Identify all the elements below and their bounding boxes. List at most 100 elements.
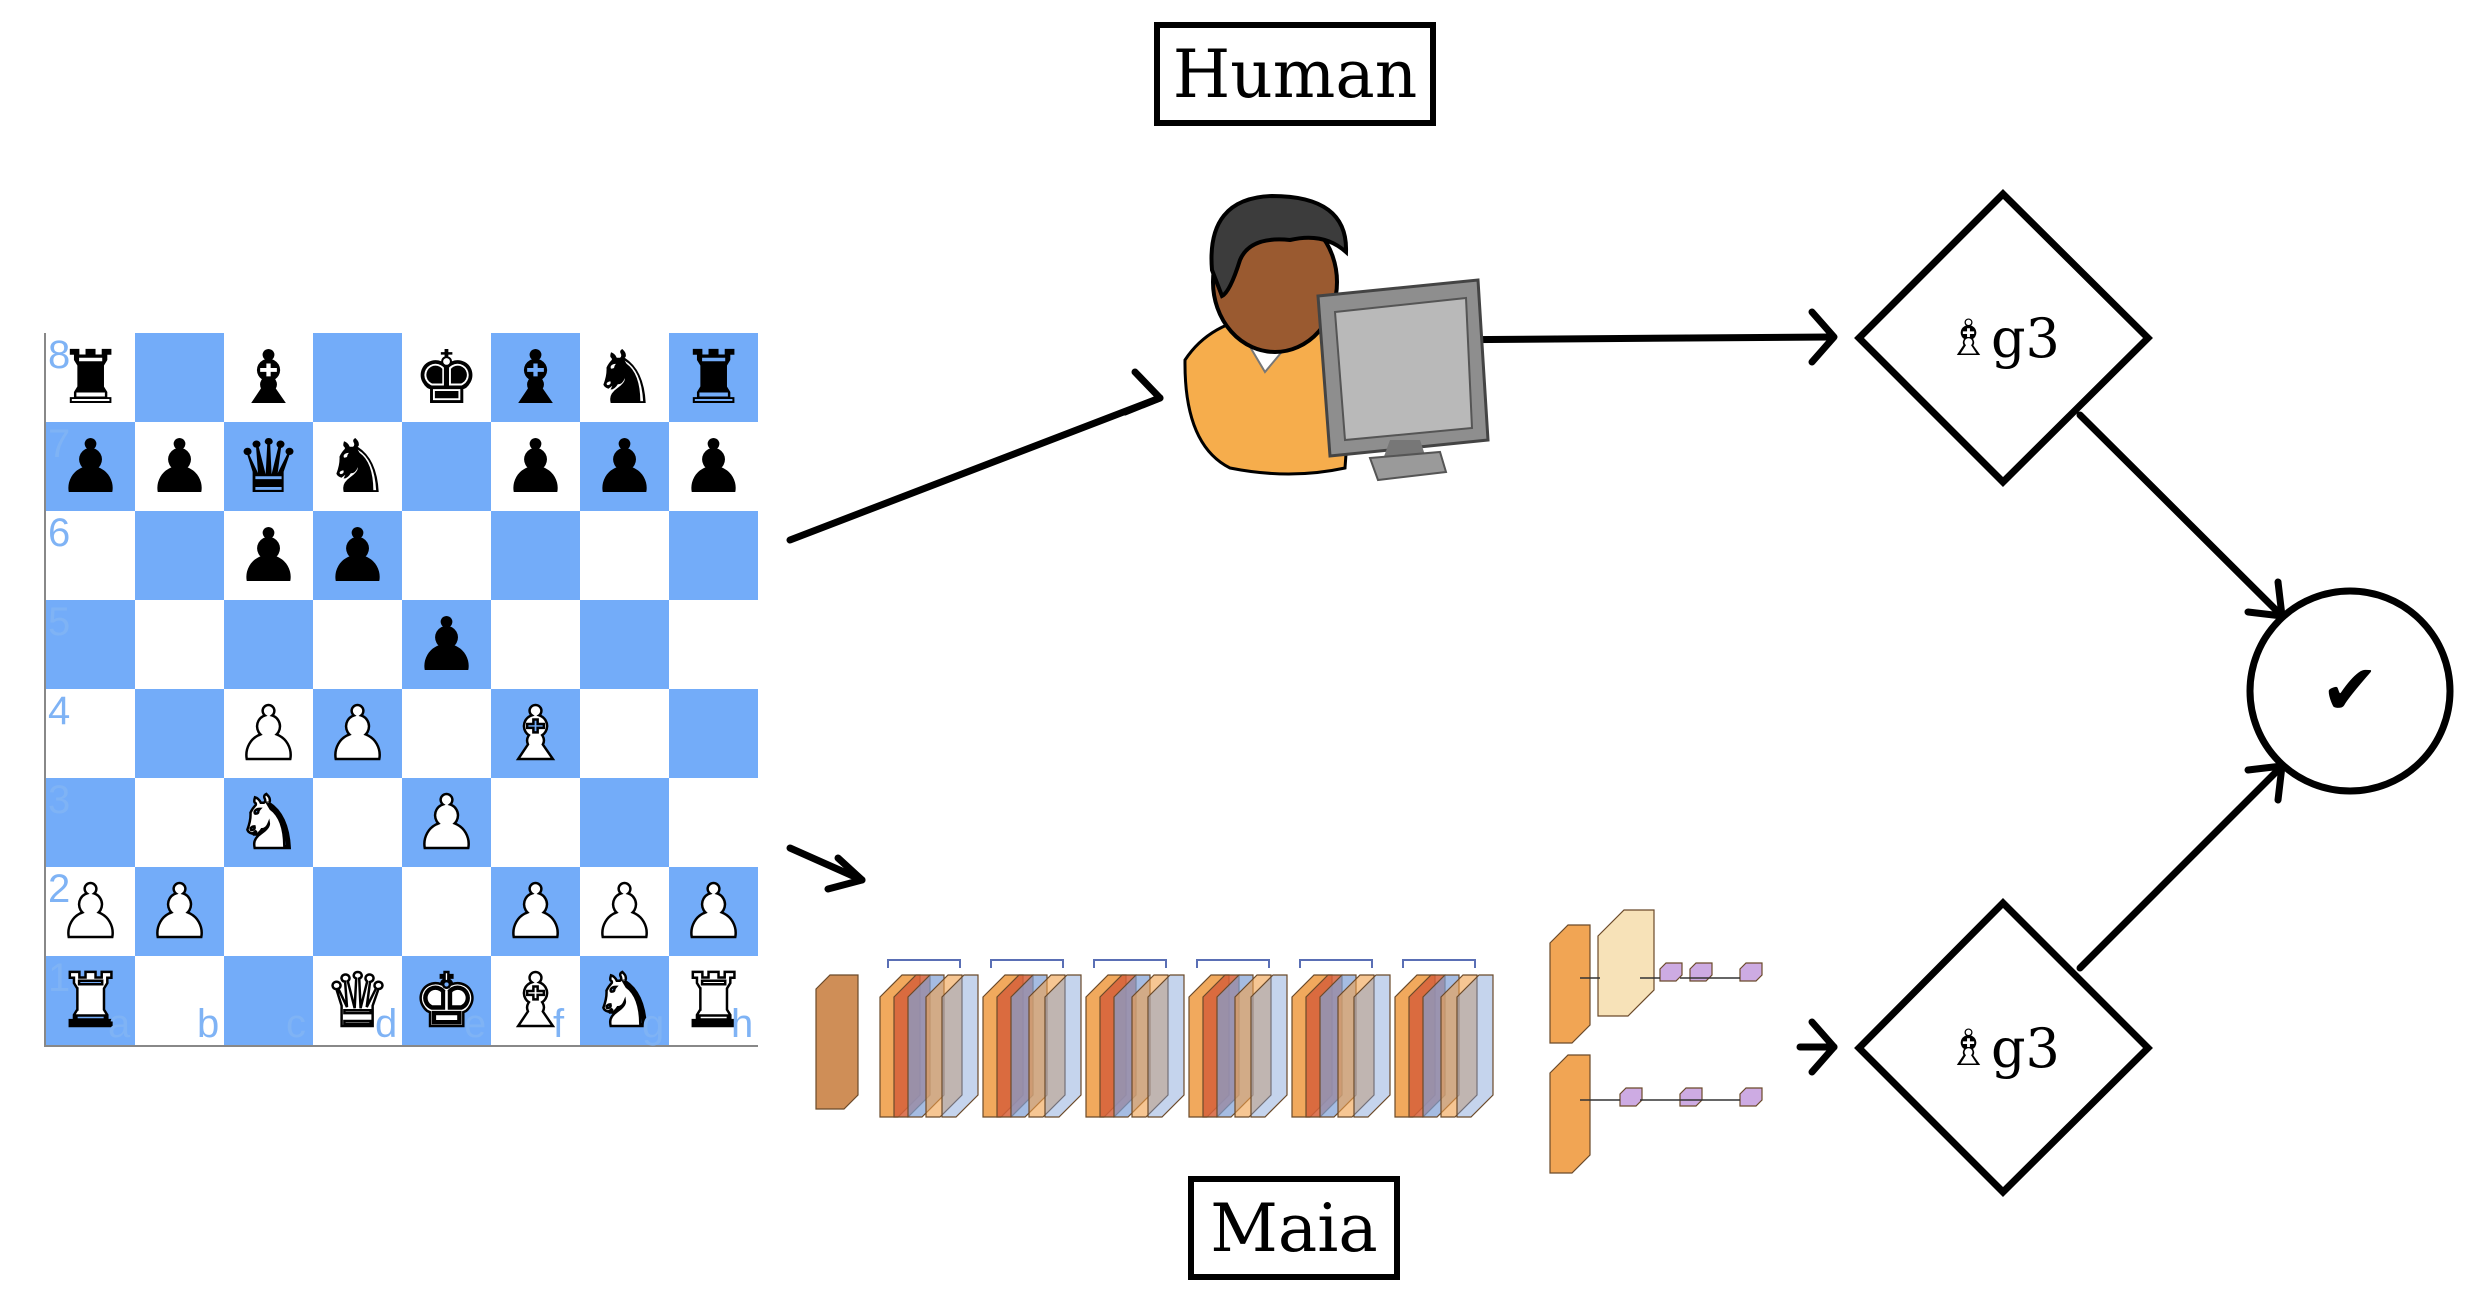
white-queen-icon: ♛ [323,957,392,1044]
black-king-icon: ♚ [413,334,480,421]
square-b3 [135,778,224,867]
black-rook-icon: ♜ [680,334,747,421]
white-pawn-icon: ♟ [412,779,481,866]
black-bishop-icon: ♝ [235,334,302,421]
black-pawn-icon: ♟ [146,423,213,510]
white-rook-icon: ♜ [679,957,748,1044]
file-label: g [642,1002,665,1046]
square-e2 [402,867,491,956]
file-label: a [108,1002,131,1046]
black-pawn-icon: ♟ [591,423,658,510]
square-b7 [135,422,224,511]
black-queen-icon: ♛ [235,423,302,510]
human-move-diamond [1854,189,2153,487]
square-b1 [135,956,224,1045]
square-h3 [669,778,758,867]
black-pawn-icon: ♟ [235,512,302,599]
arrow-human-to-move [1416,308,1838,366]
rank-label: 4 [48,689,71,733]
square-d7 [313,422,402,511]
check-icon: ✔ [2320,649,2380,731]
arrow-human-move-to-check [2076,411,2286,620]
square-c1 [224,956,313,1045]
square-e1 [402,956,491,1045]
square-h6 [669,511,758,600]
square-d4 [313,689,402,778]
white-king-icon: ♚ [412,957,481,1044]
square-h5 [669,600,758,689]
file-label: c [286,1002,306,1046]
square-h7 [669,422,758,511]
file-label: b [197,1002,220,1046]
square-a1 [46,956,135,1045]
square-a6 [46,511,135,600]
square-f8 [491,333,580,422]
maia-move-diamond [1854,898,2153,1197]
square-f5 [491,600,580,689]
black-knight-icon: ♞ [324,423,391,510]
square-c2 [224,867,313,956]
square-c3 [224,778,313,867]
file-label: d [375,1002,398,1046]
square-b4 [135,689,224,778]
file-label: h [731,1002,754,1046]
square-a3 [46,778,135,867]
rank-label: 7 [48,422,71,466]
black-knight-icon: ♞ [591,334,658,421]
white-knight-icon: ♞ [590,957,659,1044]
square-f7 [491,422,580,511]
square-d6 [313,511,402,600]
neural-network-diagram-icon [815,909,1763,1174]
square-c5 [224,600,313,689]
white-bishop-icon: ♝ [501,957,570,1044]
square-a2 [46,867,135,956]
square-a7 [46,422,135,511]
black-pawn-icon: ♟ [680,423,747,510]
black-rook-icon: ♜ [57,334,124,421]
square-h8 [669,333,758,422]
square-h1 [669,956,758,1045]
square-d5 [313,600,402,689]
square-g4 [580,689,669,778]
arrow-maia-to-move [1796,1018,1838,1076]
square-g7 [580,422,669,511]
bishop-icon: ♗ [1946,309,1991,367]
square-g3 [580,778,669,867]
square-d3 [313,778,402,867]
square-c8 [224,333,313,422]
square-e7 [402,422,491,511]
square-f4 [491,689,580,778]
square-c7 [224,422,313,511]
square-c6 [224,511,313,600]
square-e3 [402,778,491,867]
square-g2 [580,867,669,956]
rank-label: 3 [48,778,71,822]
maia-move-label: ♗ g3 [1903,1013,2103,1083]
square-d8 [313,333,402,422]
square-e4 [402,689,491,778]
black-pawn-icon: ♟ [57,423,124,510]
rank-label: 1 [48,956,71,1000]
black-pawn-icon: ♟ [413,601,480,688]
white-pawn-icon: ♟ [323,690,392,777]
square-c4 [224,689,313,778]
square-g6 [580,511,669,600]
black-bishop-icon: ♝ [502,334,569,421]
square-a8 [46,333,135,422]
human-move-square: g3 [1990,306,2060,370]
square-g1 [580,956,669,1045]
square-f3 [491,778,580,867]
white-pawn-icon: ♟ [234,690,303,777]
arrow-board-to-maia [786,844,866,893]
square-b5 [135,600,224,689]
maia-label: Maia [1188,1176,1400,1280]
square-f2 [491,867,580,956]
square-e5 [402,600,491,689]
square-e8 [402,333,491,422]
square-b2 [135,867,224,956]
white-rook-icon: ♜ [56,957,125,1044]
square-e6 [402,511,491,600]
white-knight-icon: ♞ [234,779,303,866]
file-label: e [464,1002,487,1046]
